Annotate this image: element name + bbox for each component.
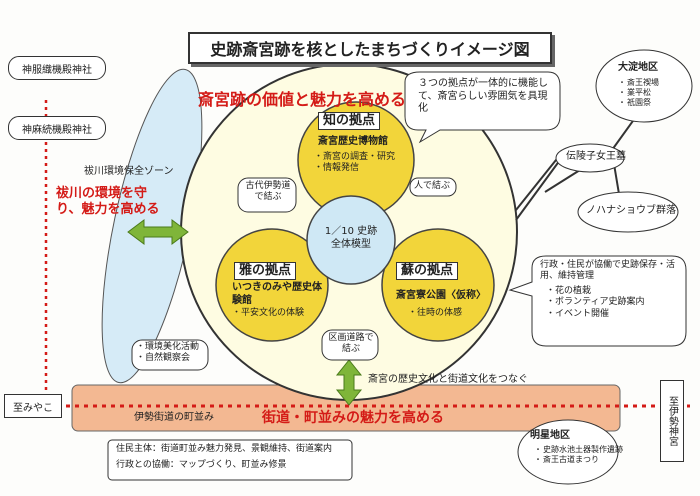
center-model-label: 1／10 史跡全体模型 — [324, 226, 378, 250]
nohana-label: ノハナショウブ群落 — [586, 205, 676, 216]
shrine-label-1: 神服織機殿神社 — [8, 56, 106, 80]
connector-line — [544, 169, 581, 193]
meisei-title: 明星地区 — [530, 430, 570, 441]
bubble-block-road — [321, 329, 379, 361]
knowledge-title: 知の拠点 — [318, 112, 381, 131]
tomb-oval — [555, 143, 625, 173]
knowledge-list: 斎宮の調査・研究 情報発信 — [314, 152, 395, 175]
list-item: ボランティア史跡案内 — [546, 297, 644, 309]
oyodo-title: 大淀地区 — [618, 62, 658, 73]
elegance-title: 雅の拠点 — [234, 262, 297, 281]
env-list: 環境美化活動 自然観察会 — [136, 342, 199, 365]
list-item: 業平松 — [618, 88, 659, 98]
street-label: 伊勢街道の町並み — [134, 412, 214, 423]
green-arrow-vertical — [335, 359, 363, 406]
street-heading: 街道・町並みの魅力を高める — [262, 410, 444, 426]
resident-line-2: 行政との協働：マップづくり、町並み修景 — [116, 460, 287, 470]
resident-line-1: 住民主体：街道町並み魅力発見、景観維持、街道案内 — [116, 444, 333, 454]
citizen-list: 花の植栽 ボランティア史跡案内 イベント開催 — [546, 286, 644, 320]
citizen-note: 行政・住民が協働で史跡保存・活用、維持管理 — [540, 260, 676, 282]
list-item: 斎宮の調査・研究 — [314, 152, 395, 164]
list-item: イベント開催 — [546, 309, 644, 321]
list-item: 祇園祭 — [618, 98, 659, 108]
list-item: 花の植栽 — [546, 286, 644, 298]
list-item: 斎王禊場 — [618, 78, 659, 88]
center-model-circle — [306, 195, 396, 285]
link-people: 人で結ぶ — [414, 181, 451, 191]
link-block-road: 区画道路で結ぶ — [328, 333, 374, 355]
shrine-label-2: 神麻続機殿神社 — [8, 116, 106, 140]
integration-bubble — [404, 71, 561, 144]
resident-box — [107, 439, 353, 481]
river-zone-heading: 祓川の環境を守り、魅力を高める — [56, 186, 160, 218]
direction-kyoto: 至みやこ — [4, 394, 62, 418]
elegance-sub: いつきのみや歴史体験館 — [232, 282, 322, 306]
revival-title: 蘇の拠点 — [396, 262, 459, 281]
list-item: 往時の体感 — [408, 308, 462, 320]
bubble-people — [409, 177, 457, 197]
list-item: 情報発信 — [314, 163, 395, 175]
bubble-old-road — [237, 177, 297, 213]
tomb-label: 伝陵子女王墓 — [566, 151, 626, 162]
green-arrow-horizontal — [127, 219, 189, 245]
elegance-list: 平安文化の体験 — [232, 308, 304, 320]
list-item: 環境美化活動 — [136, 342, 199, 354]
connector-line — [515, 159, 561, 221]
list-item: 平安文化の体験 — [232, 308, 304, 320]
revival-sub: 斎宮寮公園〈仮称〉 — [396, 290, 486, 301]
oyodo-list: 斎王禊場 業平松 祇園祭 — [618, 78, 659, 108]
integration-note: ３つの拠点が一体的に機能して、斎宮らしい雰囲気を具現化 — [418, 78, 548, 114]
core-heading: 斎宮跡の価値と魅力を高める — [198, 90, 407, 109]
river-zone-label: 祓川環境保全ゾーン — [84, 166, 174, 177]
knowledge-sub: 斎宮歴史博物館 — [318, 136, 388, 147]
list-item: 斎王古道まつり — [534, 455, 623, 465]
nohana-oval — [577, 191, 679, 233]
page-title: 史跡斎宮跡を核としたまちづくりイメージ図 — [188, 32, 552, 64]
list-item: 自然観察会 — [136, 353, 199, 365]
revival-list: 往時の体感 — [408, 308, 462, 320]
link-old-road: 古代伊勢道で結ぶ — [245, 181, 291, 203]
hub-revival — [381, 228, 495, 342]
direction-ise: 至伊勢神宮 — [660, 380, 684, 462]
meisei-list: 史跡水池土器製作遺跡 斎王古道まつり — [534, 445, 623, 465]
list-item: 史跡水池土器製作遺跡 — [534, 445, 623, 455]
connect-label: 斎宮の歴史文化と街道文化をつなぐ — [368, 374, 528, 385]
